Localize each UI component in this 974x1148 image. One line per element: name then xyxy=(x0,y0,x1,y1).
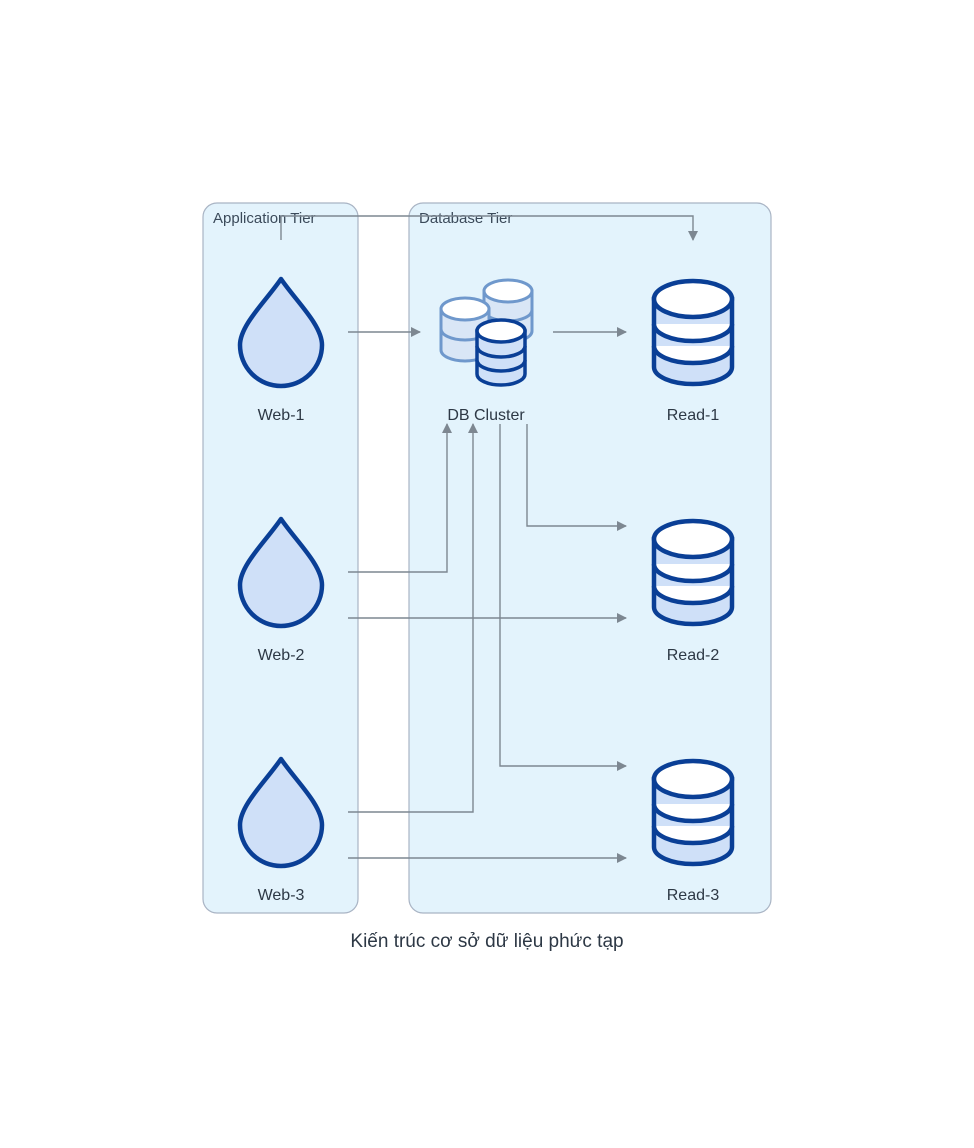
edge-db-cluster-to-read2 xyxy=(526,424,627,531)
diagram-caption: Kiến trúc cơ sở dữ liệu phức tạp xyxy=(350,931,623,952)
edge-db-cluster-to-read3 xyxy=(499,424,627,771)
node-read-1[interactable]: Read-1 xyxy=(651,278,735,424)
database-icon xyxy=(651,278,735,387)
edge-web1-to-read1 xyxy=(280,215,698,241)
node-web-3[interactable]: Web-3 xyxy=(237,756,325,904)
node-label-web-3: Web-3 xyxy=(258,887,305,904)
droplet-icon xyxy=(237,276,325,389)
node-label-read-3: Read-3 xyxy=(667,887,720,904)
node-label-web-2: Web-2 xyxy=(258,647,305,664)
node-read-2[interactable]: Read-2 xyxy=(651,518,735,664)
cluster-database-tier-label: Database Tier xyxy=(419,210,512,227)
node-web-2[interactable]: Web-2 xyxy=(237,516,325,664)
droplet-icon xyxy=(237,756,325,869)
node-label-read-1: Read-1 xyxy=(667,407,720,424)
edge-web3-to-db-cluster xyxy=(348,423,478,813)
cluster-application-tier-label: Application Tier xyxy=(213,210,316,227)
edge-web2-to-db-cluster xyxy=(348,423,452,573)
node-db-cluster[interactable]: DB Cluster xyxy=(439,278,534,424)
node-read-3[interactable]: Read-3 xyxy=(651,758,735,904)
node-label-db-cluster: DB Cluster xyxy=(447,407,525,424)
node-web-1[interactable]: Web-1 xyxy=(237,276,325,424)
edges xyxy=(280,215,698,863)
database-icon xyxy=(651,518,735,627)
database-icon xyxy=(651,758,735,867)
node-label-web-1: Web-1 xyxy=(258,407,305,424)
node-label-read-2: Read-2 xyxy=(667,647,720,664)
database-cluster-icon xyxy=(439,278,534,387)
droplet-icon xyxy=(237,516,325,629)
